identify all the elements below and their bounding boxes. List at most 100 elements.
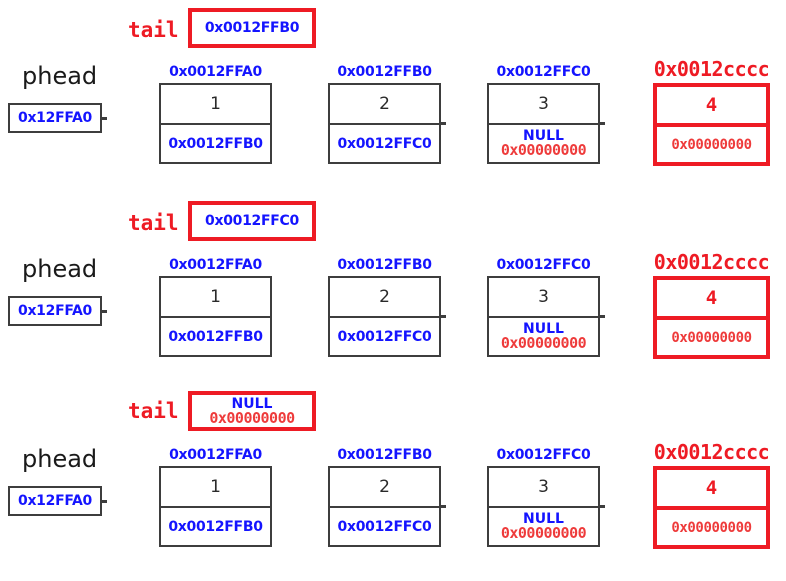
tail-null-address: 0x00000000 [209, 408, 295, 427]
node-address-label: 0x0012FFA0 [169, 257, 262, 273]
node-address-label: 0x0012FFA0 [169, 64, 262, 80]
node-data-cell: 4 [657, 470, 766, 510]
node-data-value: 3 [538, 477, 549, 497]
tail-address-value: 0x0012FFB0 [204, 19, 300, 36]
node-data-value: 2 [379, 477, 390, 497]
node-arrow-stub [441, 505, 446, 508]
node-data-value: 1 [210, 287, 221, 307]
phead-arrow-stub [102, 500, 107, 503]
tail-label: tail [128, 211, 179, 235]
list-state-row: tail 0x0012FFB0 phead 0x12FFA0 0x0012FFA0 1 0x… [0, 0, 786, 193]
list-node[interactable]: 4 0x00000000 [653, 276, 770, 359]
tail-null-label: NULL [231, 395, 273, 412]
tail-address-value: 0x0012FFC0 [205, 212, 299, 229]
phead-pointer-box[interactable]: 0x12FFA0 [8, 486, 102, 516]
node-data-value: 4 [705, 477, 718, 499]
node-address-label: 0x0012FFB0 [337, 257, 432, 273]
tail-label: tail [128, 399, 179, 423]
phead-pointer-box[interactable]: 0x12FFA0 [8, 296, 102, 326]
tail-pointer-box[interactable]: 0x0012FFC0 [188, 201, 316, 241]
node-next-address: 0x0012FFC0 [337, 518, 432, 535]
node-next-address: 0x00000000 [671, 519, 752, 536]
list-node[interactable]: 2 0x0012FFC0 [328, 83, 441, 164]
node-next-null-label: NULL [523, 321, 564, 337]
node-data-value: 2 [379, 94, 390, 114]
phead-arrow-stub [102, 310, 107, 313]
node-next-cell: 0x0012FFC0 [330, 318, 439, 355]
node-data-cell: 4 [657, 280, 766, 320]
node-next-cell: 0x00000000 [657, 127, 766, 162]
node-data-cell: 2 [330, 85, 439, 125]
node-data-value: 4 [705, 287, 718, 309]
node-data-cell: 1 [161, 468, 270, 508]
phead-address-value: 0x12FFA0 [18, 110, 92, 126]
list-node[interactable]: 1 0x0012FFB0 [159, 276, 272, 357]
node-data-value: 2 [379, 287, 390, 307]
phead-address-value: 0x12FFA0 [18, 493, 92, 509]
node-next-address: 0x0012FFB0 [168, 328, 263, 345]
node-data-cell: 2 [330, 278, 439, 318]
node-data-cell: 1 [161, 278, 270, 318]
node-data-cell: 3 [489, 468, 598, 508]
node-next-cell: 0x00000000 [657, 510, 766, 545]
node-address-label: 0x0012FFB0 [337, 64, 432, 80]
node-next-cell: 0x0012FFB0 [161, 318, 270, 355]
node-arrow-stub [441, 122, 446, 125]
node-data-cell: 4 [657, 87, 766, 127]
node-next-address: 0x00000000 [671, 329, 752, 346]
list-node[interactable]: 2 0x0012FFC0 [328, 466, 441, 547]
node-next-address: 0x0012FFB0 [168, 135, 263, 152]
list-node[interactable]: 1 0x0012FFB0 [159, 466, 272, 547]
node-next-cell: 0x0012FFB0 [161, 508, 270, 545]
node-address-label: 0x0012FFC0 [496, 447, 591, 463]
node-next-cell: 0x00000000 [657, 320, 766, 355]
node-data-value: 1 [210, 477, 221, 497]
node-address-label: 0x0012FFC0 [496, 257, 591, 273]
node-arrow-stub [600, 315, 605, 318]
node-address-label: 0x0012cccc [653, 250, 770, 274]
node-data-value: 3 [538, 287, 549, 307]
node-address-label: 0x0012cccc [653, 57, 770, 81]
list-node[interactable]: 4 0x00000000 [653, 466, 770, 549]
phead-label: phead [22, 445, 98, 473]
node-data-cell: 1 [161, 85, 270, 125]
node-address-label: 0x0012FFA0 [169, 447, 262, 463]
node-next-address: 0x0012FFB0 [168, 518, 263, 535]
node-data-value: 1 [210, 94, 221, 114]
phead-label: phead [22, 255, 98, 283]
node-data-cell: 3 [489, 85, 598, 125]
node-arrow-stub [600, 122, 605, 125]
node-address-label: 0x0012FFB0 [337, 447, 432, 463]
node-next-cell: 0x0012FFC0 [330, 125, 439, 162]
phead-arrow-stub [102, 117, 107, 120]
tail-pointer-box[interactable]: 0x0012FFB0 [188, 8, 316, 48]
node-next-null-address: 0x00000000 [500, 524, 587, 542]
tail-label: tail [128, 18, 179, 42]
node-data-value: 3 [538, 94, 549, 114]
phead-label: phead [22, 62, 98, 90]
node-next-cell: 0x0012FFB0 [161, 125, 270, 162]
node-arrow-stub [441, 315, 446, 318]
list-node[interactable]: 2 0x0012FFC0 [328, 276, 441, 357]
node-next-null-address: 0x00000000 [500, 334, 587, 352]
node-next-address: 0x0012FFC0 [337, 328, 432, 345]
node-next-cell: 0x0012FFC0 [330, 508, 439, 545]
node-next-null-label: NULL [523, 128, 564, 144]
list-node[interactable]: 1 0x0012FFB0 [159, 83, 272, 164]
phead-pointer-box[interactable]: 0x12FFA0 [8, 103, 102, 133]
list-state-row: tail 0x0012FFC0 phead 0x12FFA0 0x0012FFA0 1 0x… [0, 193, 786, 386]
node-next-null-address: 0x00000000 [500, 141, 587, 159]
node-data-cell: 2 [330, 468, 439, 508]
phead-address-value: 0x12FFA0 [18, 303, 92, 319]
node-next-address: 0x0012FFC0 [337, 135, 432, 152]
